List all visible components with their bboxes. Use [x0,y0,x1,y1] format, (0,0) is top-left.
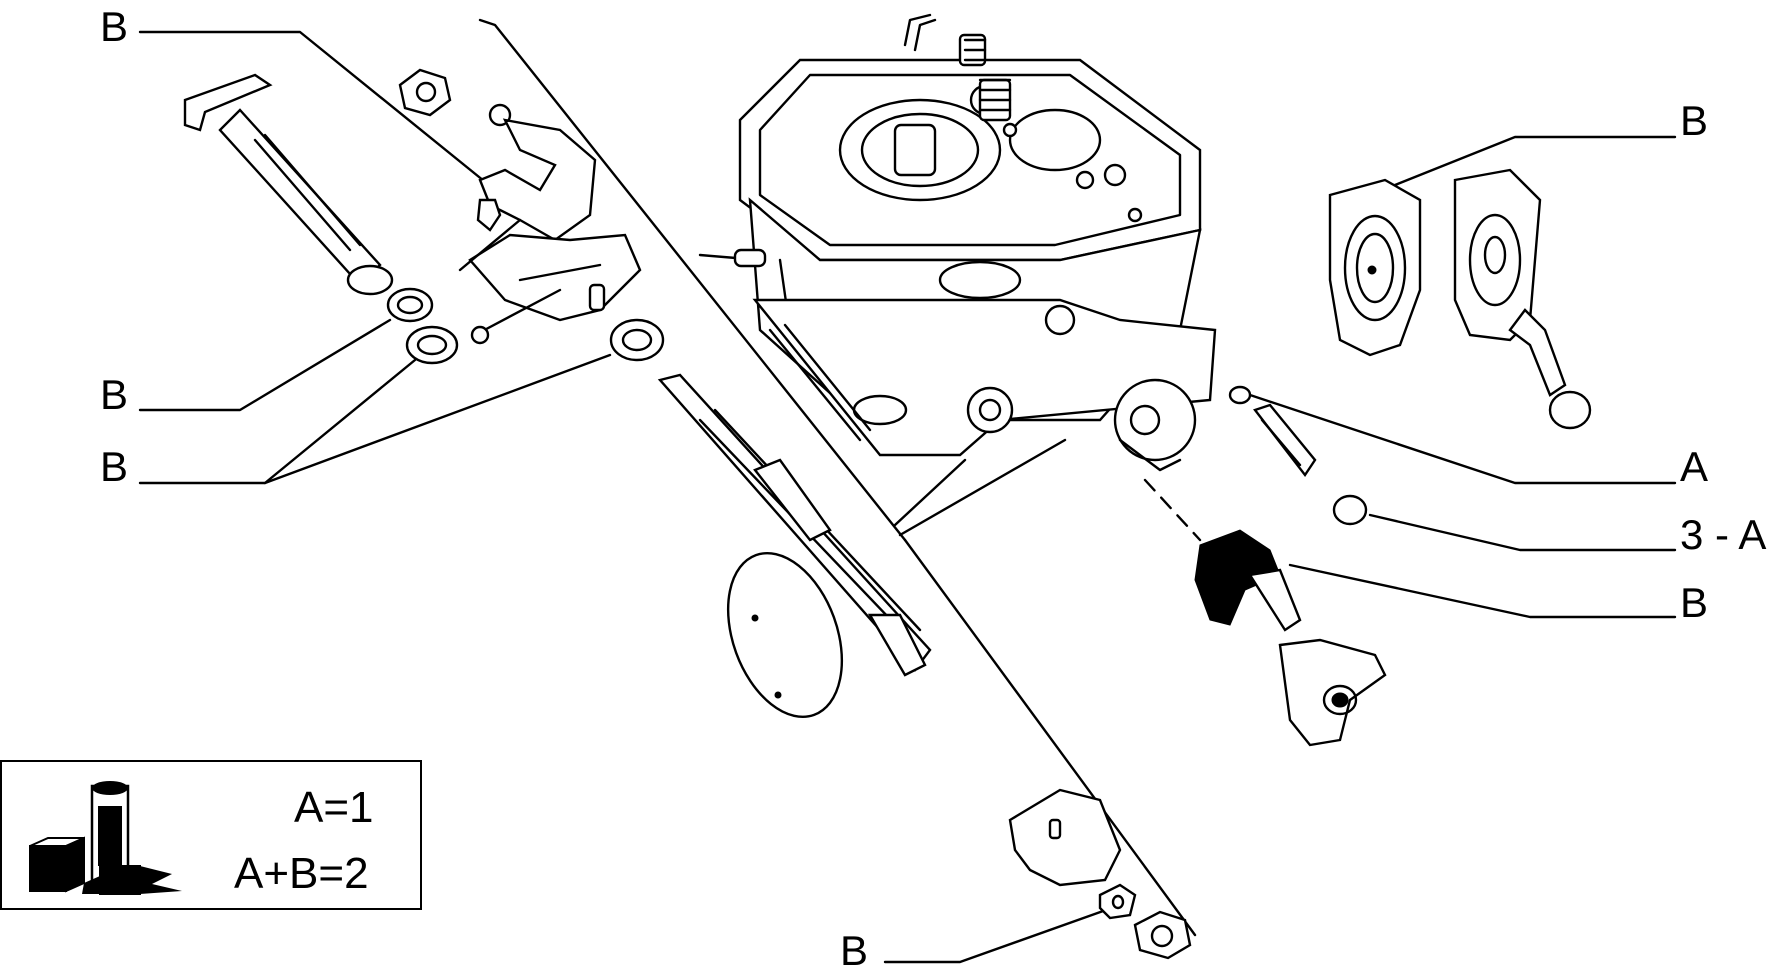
leader-b-left-lower-2 [263,353,612,485]
bottom-cam-cover [1008,788,1122,887]
carburetor-body [698,13,1217,472]
callout-b-right-mid: B [1680,579,1709,626]
leader-a-right [1248,393,1677,485]
diaphragm-gasket [1328,178,1422,357]
callout-b-top-left: B [100,3,129,50]
callout-b-left-upper: B [100,371,129,418]
throttle-shaft-middle [657,373,932,677]
bottom-washer [1098,883,1137,920]
callout-a-right: A [1680,443,1709,490]
throttle-disc [726,551,844,719]
leader-b-top-left [138,30,507,200]
sealant-legend-box: A=1 A+B=2 [0,760,422,910]
linkage-levers [458,103,642,345]
nut-top [398,68,452,117]
legend-a-equals-1: A=1 [294,783,374,832]
leader-b-left-lower-1 [138,358,417,485]
bottom-nut [1133,910,1192,960]
leader-b-bottom [883,903,1122,964]
callout-b-bottom: B [840,927,869,974]
leader-b-top-right [1368,135,1677,197]
callout-b-left-lower: B [100,443,129,490]
leader-b-left-upper [138,318,392,412]
leader-3a-right [1368,513,1677,552]
accelerator-pump [1194,529,1387,747]
bushings-left [386,287,665,365]
jets-and-washers [1228,385,1368,526]
diaphragm-cover [1453,168,1592,430]
legend-a-plus-b-equals-2: A+B=2 [234,849,369,898]
sealant-tubes-icon [29,781,182,895]
callout-3a-right: 3 - A [1680,511,1767,558]
callout-leaders [138,30,1677,964]
callout-b-top-right: B [1680,97,1709,144]
leader-b-right-mid [1288,563,1677,619]
assembly-guide-lines [478,18,1202,937]
throttle-lever-shaft [183,73,394,296]
